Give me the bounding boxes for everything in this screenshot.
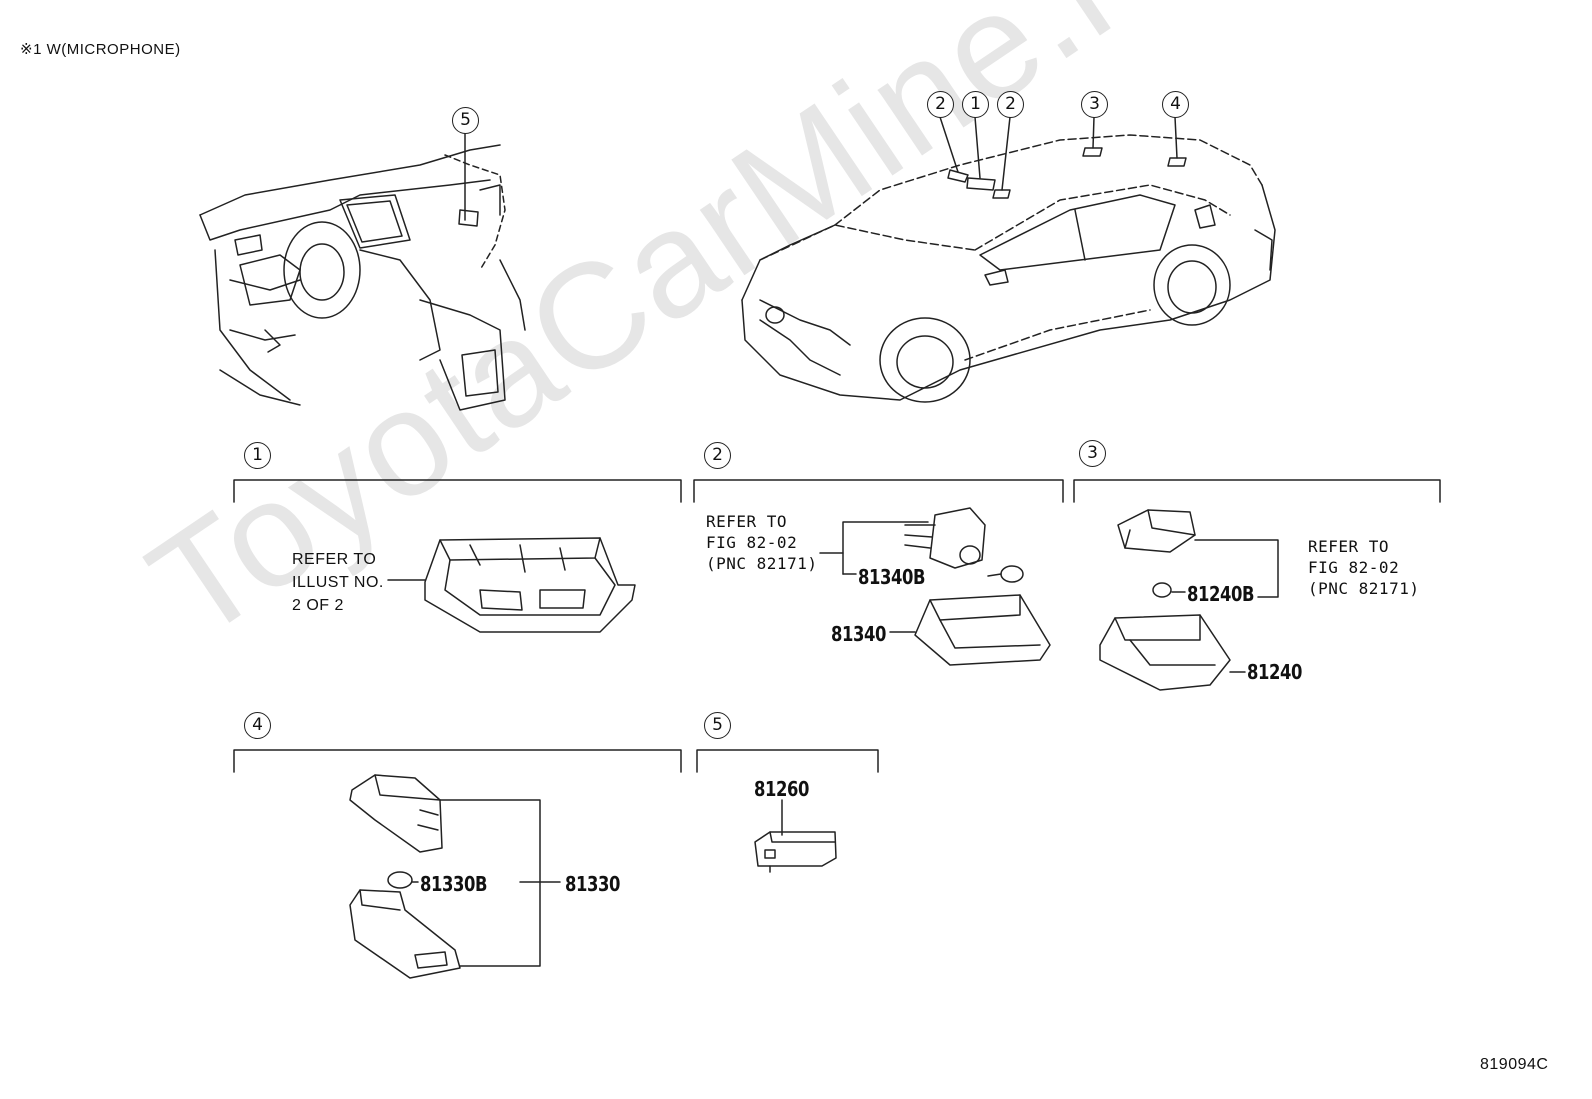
group-2-number: 2 <box>704 442 731 469</box>
callout-1-exterior: 1 <box>962 91 989 118</box>
header-note: ※1 W(MICROPHONE) <box>20 41 181 58</box>
g1-refer-line-1: REFER TO <box>292 551 377 568</box>
group-1-number: 1 <box>244 442 271 469</box>
callout-2-exterior-right: 2 <box>997 91 1024 118</box>
g3-refer-line-1: REFER TO <box>1308 537 1390 556</box>
callout-2-exterior-left: 2 <box>927 91 954 118</box>
callout-5-interior: 5 <box>452 107 479 134</box>
g2-refer-line-3: (PNC 82171) <box>706 554 818 573</box>
g4-parts <box>349 774 561 979</box>
g3-parts <box>1099 509 1279 691</box>
g3-part-81240: 81240 <box>1247 660 1303 684</box>
g2-part-81340B: 81340B <box>858 565 926 589</box>
g2-parts <box>819 507 1051 666</box>
g2-refer-line-2: FIG 82-02 <box>706 533 798 552</box>
group-5-number: 5 <box>704 712 731 739</box>
g5-part <box>754 799 837 873</box>
g2-part-81340: 81340 <box>831 622 887 646</box>
g5-part-81260: 81260 <box>754 777 810 801</box>
g3-part-81240B: 81240B <box>1187 582 1255 606</box>
callout-3-exterior: 3 <box>1081 91 1108 118</box>
g1-refer-line-2: ILLUST NO. <box>292 574 384 591</box>
callout-4-exterior: 4 <box>1162 91 1189 118</box>
g1-overhead-console <box>387 537 636 633</box>
g4-part-81330B: 81330B <box>420 872 488 896</box>
interior-dashboard-illustration <box>199 144 526 411</box>
callout-leaders <box>464 116 1178 221</box>
g1-refer-line-3: 2 OF 2 <box>292 597 344 614</box>
g4-part-81330: 81330 <box>565 872 621 896</box>
group-3-number: 3 <box>1079 440 1106 467</box>
g3-refer-line-2: FIG 82-02 <box>1308 558 1400 577</box>
group-brackets <box>233 479 1441 773</box>
group-4-number: 4 <box>244 712 271 739</box>
g3-refer-line-3: (PNC 82171) <box>1308 579 1420 598</box>
exterior-car-illustration <box>741 134 1276 403</box>
figure-code: 819094C <box>1480 1056 1549 1073</box>
g2-refer-line-1: REFER TO <box>706 512 788 531</box>
